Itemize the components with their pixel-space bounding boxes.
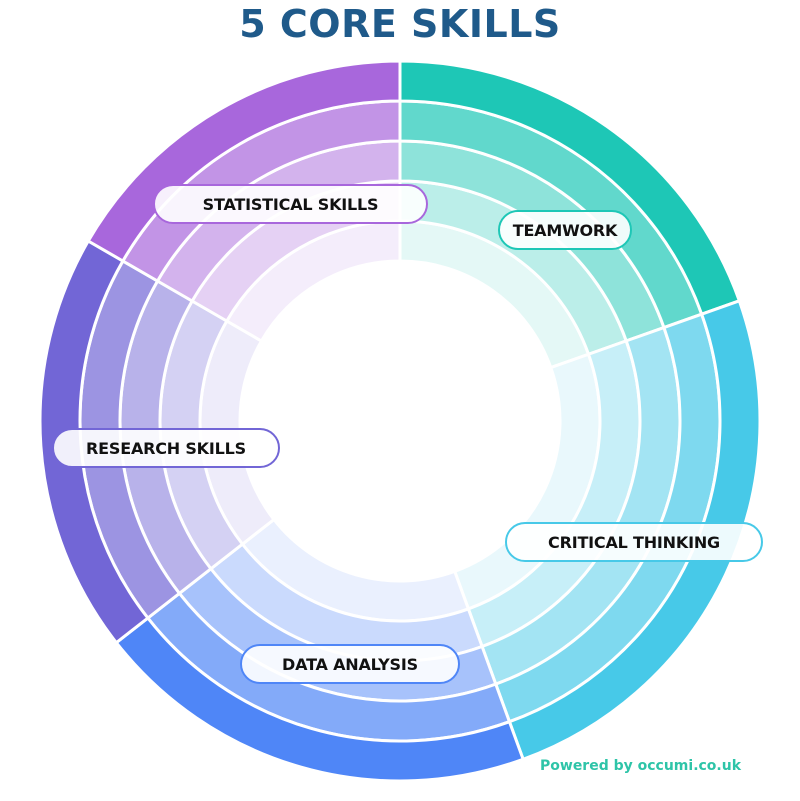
ring-statistical-skills-5 <box>86 59 402 264</box>
label-statistical-skills: STATISTICAL SKILLS <box>153 184 428 224</box>
label-data-analysis: DATA ANALYSIS <box>240 644 460 684</box>
page-title: 5 CORE SKILLS <box>239 2 561 46</box>
label-critical-thinking: CRITICAL THINKING <box>505 522 763 562</box>
label-teamwork: TEAMWORK <box>498 210 632 250</box>
credit-text: Powered by occumi.co.uk <box>540 758 742 774</box>
label-research-skills: RESEARCH SKILLS <box>52 428 280 468</box>
